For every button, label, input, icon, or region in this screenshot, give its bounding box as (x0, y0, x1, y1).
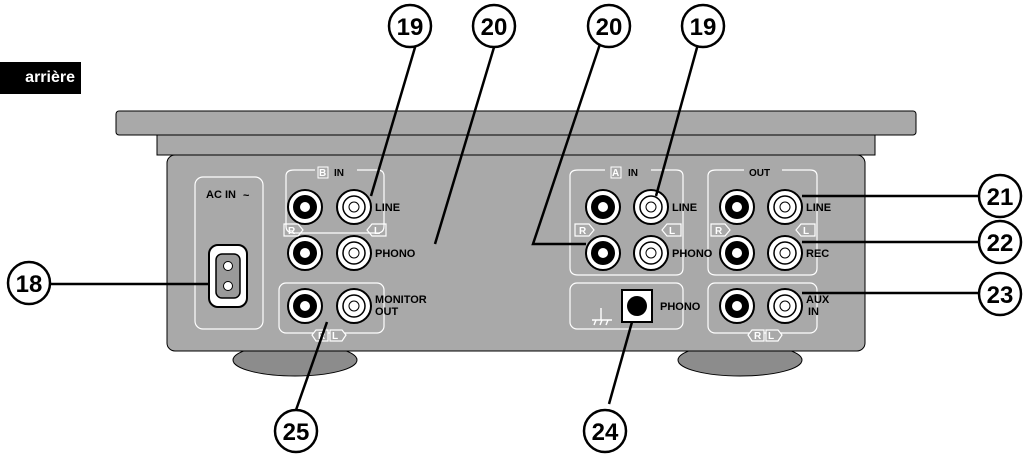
label-monitor: MONITOR (375, 294, 427, 306)
label-rec: REC (806, 248, 829, 260)
jack-a-line-l (633, 189, 669, 225)
r-marker-b: R (288, 226, 296, 237)
jack-monitor-r (287, 288, 323, 324)
jack-rec-l (767, 235, 803, 271)
r-marker-aux: R (754, 331, 762, 342)
b-letter: B (319, 168, 326, 179)
jack-a-phono-l (633, 235, 669, 271)
l-marker-monitor: L (332, 331, 338, 342)
label-phono-ground: PHONO (660, 301, 701, 313)
callout-19-a: 19 (680, 3, 726, 49)
callout-18: 18 (6, 260, 52, 306)
a-in-label: IN (628, 168, 638, 179)
callout-20-a: 20 (586, 3, 632, 49)
callout-22: 22 (977, 219, 1023, 265)
l-marker-aux: L (768, 331, 774, 342)
callout-25: 25 (273, 408, 319, 454)
ground-terminal (621, 289, 653, 323)
l-marker-b: L (374, 226, 380, 237)
jack-b-line-l (336, 189, 372, 225)
callout-19-b: 19 (387, 3, 433, 49)
rl-marker-aux: R L (747, 329, 783, 342)
jack-monitor-l (336, 288, 372, 324)
callout-21: 21 (977, 173, 1023, 219)
l-marker-a: L (669, 226, 675, 237)
callout-23: 23 (977, 271, 1023, 317)
jack-aux-l (767, 288, 803, 324)
callout-20-b: 20 (471, 3, 517, 49)
rl-marker-a: R L (574, 223, 682, 237)
svg-text:18: 18 (16, 271, 43, 298)
jack-b-phono-r (287, 235, 323, 271)
top-cover (115, 110, 917, 136)
ac-in-box (194, 176, 264, 330)
callout-24: 24 (582, 408, 628, 454)
svg-text:22: 22 (987, 230, 1014, 257)
r-marker-out: R (715, 226, 723, 237)
a-letter: A (612, 168, 619, 179)
label-aux-in: IN (808, 306, 819, 318)
jack-b-line-r (287, 189, 323, 225)
callouts: 18 19 20 20 19 21 22 23 24 25 (6, 3, 1023, 454)
ac-symbol: ~ (243, 190, 250, 202)
ground-icon (592, 308, 612, 326)
label-line-out: LINE (806, 202, 831, 214)
ac-inlet (208, 244, 248, 308)
label-phono-a: PHONO (672, 248, 713, 260)
l-marker-out: L (803, 226, 809, 237)
label-aux: AUX (806, 294, 830, 306)
b-in-label: IN (334, 168, 344, 179)
svg-text:19: 19 (397, 14, 424, 41)
svg-text:19: 19 (690, 14, 717, 41)
section-tag: arrière (0, 62, 81, 94)
chassis-body (166, 154, 866, 352)
top-lip (156, 134, 876, 156)
svg-text:20: 20 (596, 14, 623, 41)
jack-rec-r (719, 235, 755, 271)
leader-lines (51, 43, 980, 411)
label-line-a: LINE (672, 202, 697, 214)
svg-text:24: 24 (592, 419, 619, 446)
jack-out-line-l (767, 189, 803, 225)
svg-text:21: 21 (987, 184, 1014, 211)
out-label: OUT (749, 168, 770, 179)
jack-b-phono-l (336, 235, 372, 271)
jack-out-line-r (719, 189, 755, 225)
jack-a-line-r (585, 189, 621, 225)
svg-text:20: 20 (481, 14, 508, 41)
r-marker-a: R (579, 226, 587, 237)
label-line-b: LINE (375, 202, 400, 214)
jack-aux-r (719, 288, 755, 324)
svg-text:25: 25 (283, 419, 310, 446)
svg-text:23: 23 (987, 282, 1014, 309)
rl-marker-out: R L (710, 223, 816, 237)
ac-in-label: AC IN (206, 189, 236, 201)
rl-marker-b: R L (283, 223, 387, 237)
label-phono-b: PHONO (375, 248, 416, 260)
jack-a-phono-r (585, 235, 621, 271)
label-monitor-out: OUT (375, 306, 399, 318)
